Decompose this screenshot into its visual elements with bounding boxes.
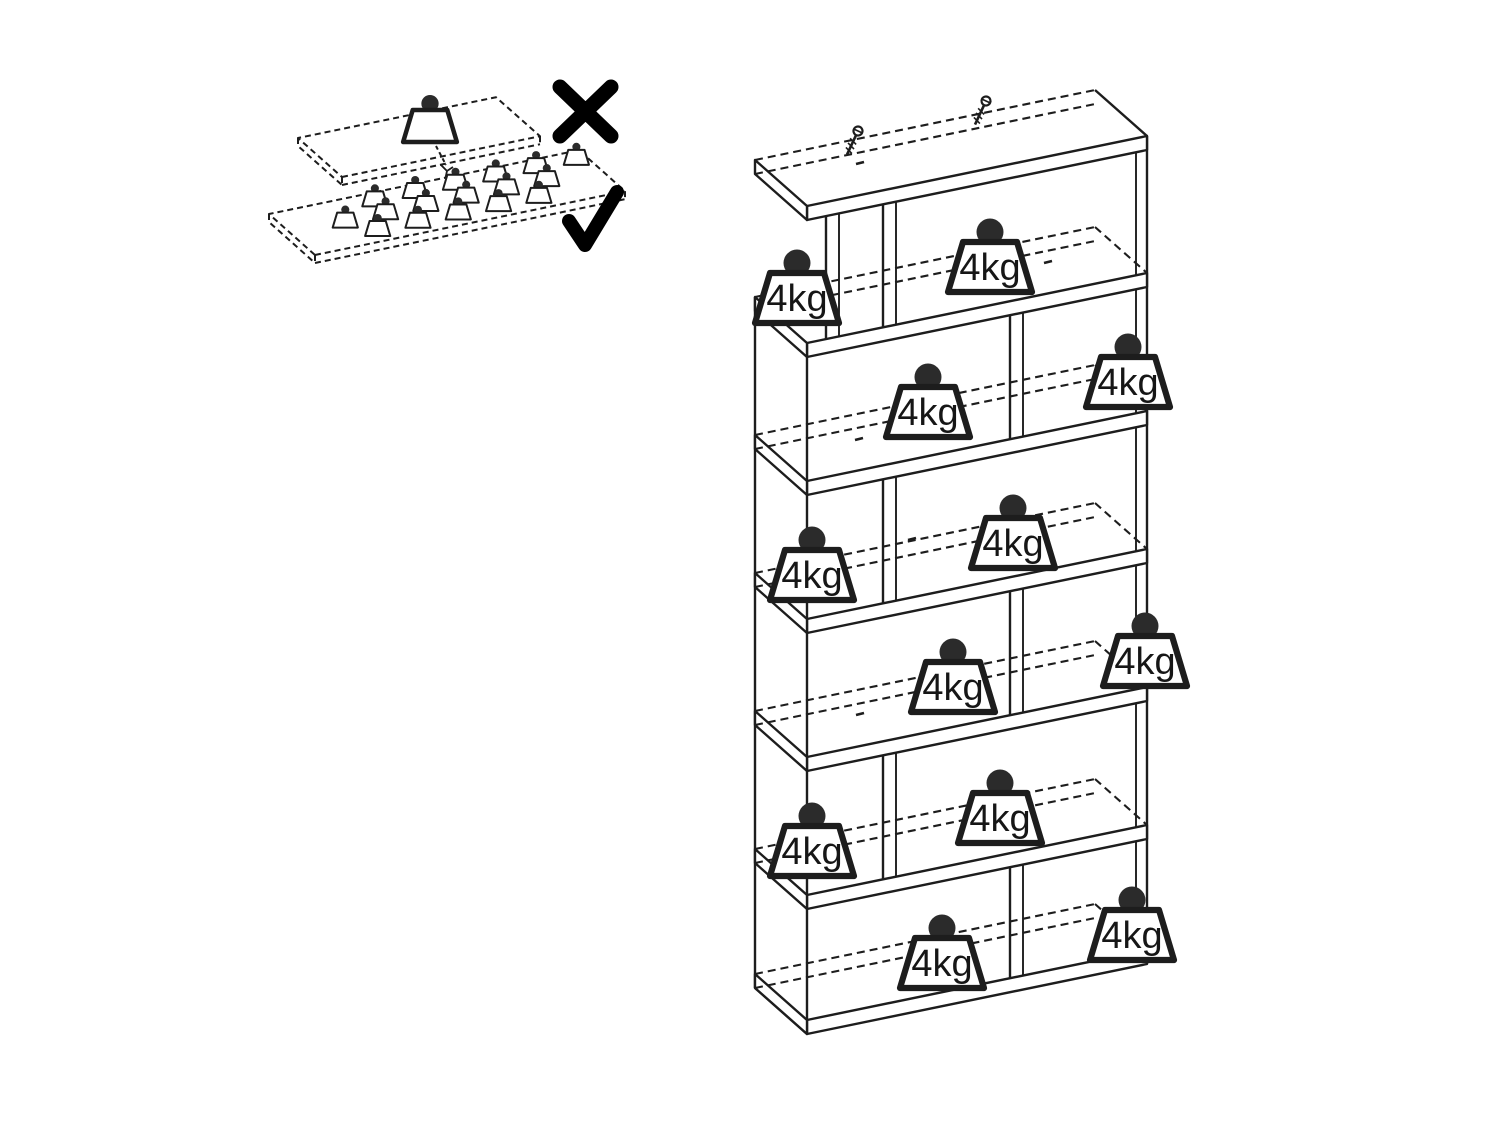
weight-body xyxy=(954,789,1046,847)
weight-icon: 4kg xyxy=(896,914,988,992)
weight-icon: 4kg xyxy=(944,218,1036,296)
fitting-mark xyxy=(1043,259,1053,265)
load-warning-inset xyxy=(268,79,626,264)
weight-icon: 4kg xyxy=(1086,886,1178,964)
weight-label: 4kg xyxy=(922,667,983,709)
weight-body xyxy=(364,220,392,238)
small-weight-icon xyxy=(361,184,389,208)
weight-body xyxy=(400,107,460,145)
distributed-weights xyxy=(331,142,590,238)
weight-icon: 4kg xyxy=(907,638,999,716)
weight-body xyxy=(444,203,472,221)
weight-knob-icon xyxy=(986,769,1014,797)
weight-label: 4kg xyxy=(982,523,1043,565)
fitting-mark xyxy=(907,536,917,542)
weight-body xyxy=(896,934,988,992)
weight-label: 4kg xyxy=(1101,915,1162,957)
weight-body xyxy=(882,383,974,441)
weight-knob-icon xyxy=(783,249,811,277)
weight-icon: 4kg xyxy=(1099,612,1191,690)
divider-panel xyxy=(1008,588,1024,716)
weight-label: 4kg xyxy=(969,798,1030,840)
weight-body xyxy=(967,514,1059,572)
small-weight-icon xyxy=(525,180,553,204)
weight-body xyxy=(562,148,590,166)
weight-body xyxy=(751,269,843,327)
divider-panel xyxy=(1008,312,1024,440)
weight-knob-icon xyxy=(928,914,956,942)
weight-knob-icon xyxy=(1114,333,1142,361)
weight-body xyxy=(766,822,858,880)
distributed-load-panel xyxy=(268,149,626,264)
weight-label: 4kg xyxy=(911,943,972,985)
heavy-weight-icon xyxy=(400,94,460,145)
weight-icon: 4kg xyxy=(766,802,858,880)
weight-label: 4kg xyxy=(959,247,1020,289)
weight-icon: 4kg xyxy=(967,494,1059,572)
weight-knob-icon xyxy=(1118,886,1146,914)
weight-body xyxy=(1082,353,1174,411)
shelf-weights: 4kg 4kg 4kg 4kg 4kg 4kg 4kg 4kg 4kg 4kg 4kg 4kg xyxy=(751,218,1191,992)
divider-panel xyxy=(881,476,897,604)
x-mark-icon xyxy=(552,79,619,144)
divider-panel xyxy=(881,201,897,328)
screw-icon xyxy=(973,95,992,126)
weight-label: 4kg xyxy=(1097,362,1158,404)
assembly-marks xyxy=(854,160,1053,717)
bookshelf-diagram: 4kg 4kg 4kg 4kg 4kg 4kg 4kg 4kg 4kg 4kg 4kg 4kg xyxy=(751,88,1191,1036)
weight-icon: 4kg xyxy=(751,249,843,327)
screw-icon xyxy=(845,125,864,156)
weight-knob-icon xyxy=(976,218,1004,246)
weight-knob-icon xyxy=(1131,612,1159,640)
weight-body xyxy=(766,546,858,604)
screw-icons xyxy=(845,95,992,156)
crack-arrow xyxy=(435,145,447,166)
small-weight-icon xyxy=(364,213,392,238)
weight-knob-icon xyxy=(999,494,1027,522)
weight-body xyxy=(907,658,999,716)
weight-label: 4kg xyxy=(897,392,958,434)
weight-knob-icon xyxy=(939,638,967,666)
weight-body xyxy=(1086,906,1178,964)
weight-knob-icon xyxy=(798,526,826,554)
fitting-mark xyxy=(855,711,865,717)
fitting-mark xyxy=(855,160,865,166)
small-weight-icon xyxy=(400,94,460,145)
divider-panel xyxy=(1008,864,1024,979)
weight-icon: 4kg xyxy=(954,769,1046,847)
small-weight-icon xyxy=(404,205,432,229)
small-weight-icon xyxy=(484,189,513,213)
weight-label: 4kg xyxy=(766,278,827,320)
weight-body xyxy=(404,211,432,229)
weight-knob-icon xyxy=(914,363,942,391)
small-weight-icon xyxy=(331,205,359,229)
weight-icon: 4kg xyxy=(882,363,974,441)
weight-icon: 4kg xyxy=(1082,333,1174,411)
weight-body xyxy=(1099,632,1191,690)
weight-body xyxy=(331,211,359,229)
weight-body xyxy=(484,195,513,213)
small-weight-icon xyxy=(562,142,590,166)
small-weight-icon xyxy=(444,197,472,221)
weight-body xyxy=(944,238,1036,296)
weight-knob-icon xyxy=(798,802,826,830)
fitting-mark xyxy=(854,436,864,442)
check-mark-icon xyxy=(562,185,624,252)
divider-panel xyxy=(881,752,897,880)
shelf-panel xyxy=(753,88,1149,222)
weight-icon: 4kg xyxy=(766,526,858,604)
weight-label: 4kg xyxy=(781,831,842,873)
weight-label: 4kg xyxy=(781,555,842,597)
weight-label: 4kg xyxy=(1114,641,1175,683)
weight-body xyxy=(525,186,553,204)
